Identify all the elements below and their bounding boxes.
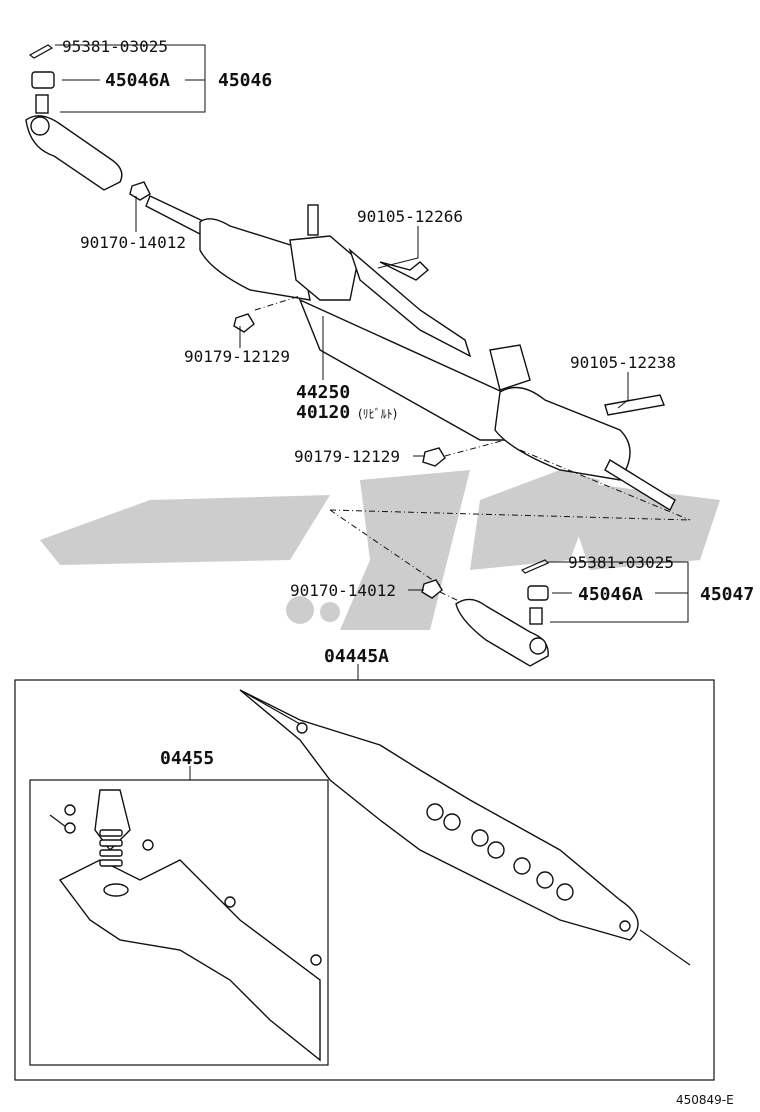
label-tie-rod-end-right: 45047 bbox=[700, 584, 754, 605]
label-gear-assy: 44250 bbox=[296, 382, 350, 403]
gasket-kit-box bbox=[14, 679, 715, 1081]
label-nut-left: 45046A bbox=[105, 70, 170, 91]
steering-rack-body bbox=[145, 195, 676, 511]
label-tie-rod-end-left: 45046 bbox=[218, 70, 272, 91]
gasket-kit-rack bbox=[239, 689, 691, 966]
diagram-id: 450849-E bbox=[676, 1093, 734, 1107]
leader-lines bbox=[55, 44, 689, 780]
label-gasket-kit: 04445A bbox=[324, 646, 389, 667]
label-lock-nut-right: 90170-14012 bbox=[290, 581, 396, 600]
label-bolt-right: 90105-12238 bbox=[570, 353, 676, 372]
label-lock-nut-left: 90170-14012 bbox=[80, 233, 186, 252]
repair-kit-parts bbox=[49, 789, 322, 1062]
tie-rod-end-left bbox=[25, 44, 151, 201]
label-nut-right: 45046A bbox=[578, 584, 643, 605]
label-nut-middle: 90179-12129 bbox=[294, 447, 400, 466]
repair-kit-box bbox=[29, 779, 329, 1066]
label-repair-kit: 04455 bbox=[160, 748, 214, 769]
label-nut-upper: 90179-12129 bbox=[184, 347, 290, 366]
watermark-logo bbox=[40, 470, 720, 630]
label-gear-assy-reb-note: (ﾘﾋﾞﾙﾄ) bbox=[358, 407, 397, 421]
label-cotter-pin-right: 95381-03025 bbox=[568, 553, 674, 572]
label-gear-assy-reb: 40120 bbox=[296, 402, 350, 423]
label-cotter-pin-left: 95381-03025 bbox=[62, 37, 168, 56]
tie-rod-end-right bbox=[421, 559, 550, 667]
label-bolt-upper: 90105-12266 bbox=[357, 207, 463, 226]
